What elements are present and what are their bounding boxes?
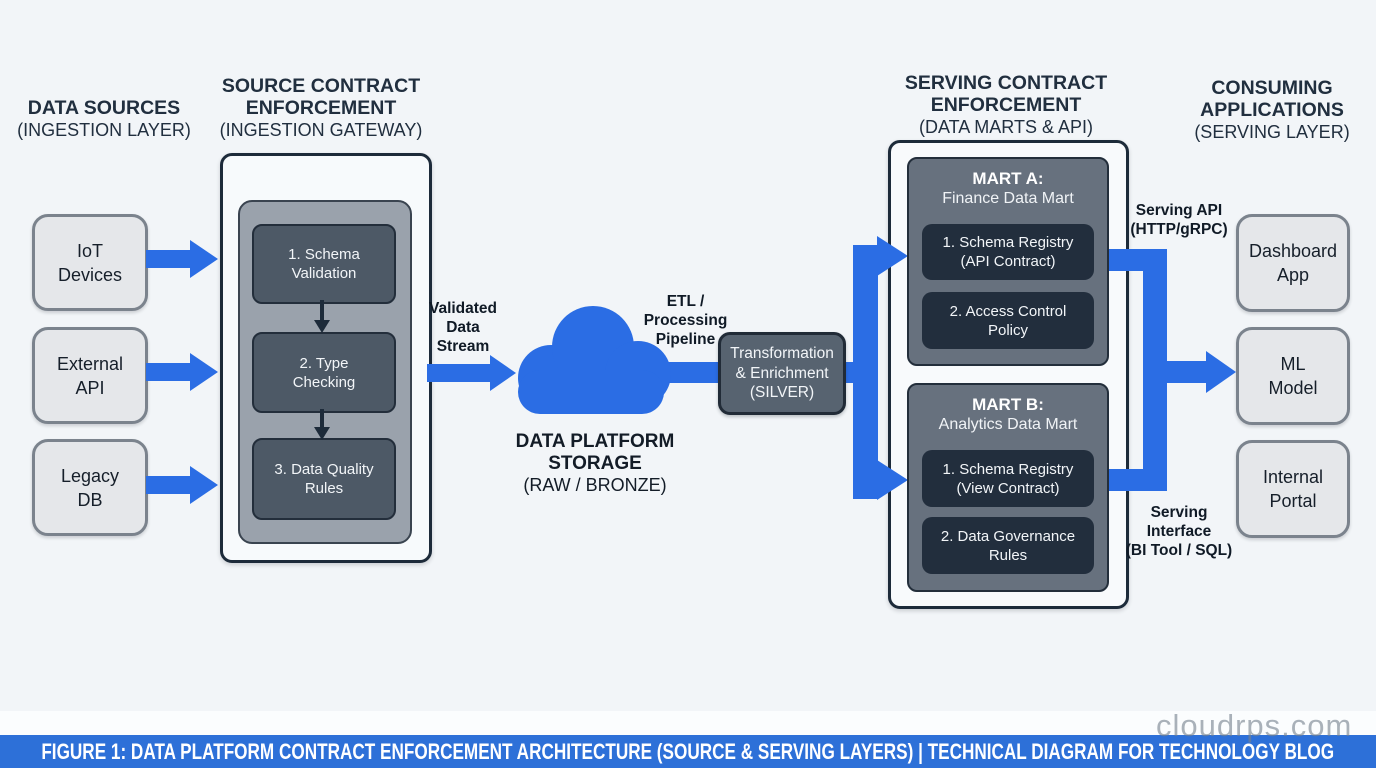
header-data-sources-title: DATA SOURCES — [27, 97, 181, 119]
arrow-api-to-gateway-icon — [146, 363, 190, 381]
header-data-sources: DATA SOURCES (INGESTION LAYER) — [9, 97, 199, 141]
arrow-iot-head-icon — [190, 240, 218, 278]
pipe-merged-shaft-icon — [1165, 361, 1207, 383]
consumer-box-internal-portal: Internal Portal — [1236, 440, 1350, 538]
arrow-iot-to-gateway-icon — [146, 250, 190, 268]
header-consuming-apps: CONSUMING APPLICATIONS (SERVING LAYER) — [1179, 77, 1365, 143]
arrow-db-head-icon — [190, 466, 218, 504]
mart-a-subtitle: Finance Data Mart — [942, 190, 1074, 207]
pipe-split-vertical-icon — [853, 245, 878, 499]
mart-b-box: MART B: Analytics Data Mart 1. Schema Re… — [907, 383, 1109, 592]
storage-label-title: DATA PLATFORM STORAGE — [515, 431, 675, 474]
storage-label-subtitle: (RAW / BRONZE) — [523, 475, 667, 495]
figure-caption: FIGURE 1: DATA PLATFORM CONTRACT ENFORCE… — [41, 738, 1335, 764]
consumer-box-dashboard-app: Dashboard App — [1236, 214, 1350, 312]
header-serving-contract-subtitle: (DATA MARTS & API) — [918, 117, 1094, 137]
arrow-to-mart-a-head-icon — [877, 236, 908, 276]
arrow-step1-step2-icon — [320, 300, 324, 321]
header-source-contract-subtitle: (INGESTION GATEWAY) — [219, 120, 423, 140]
mart-a-item-access-control: 2. Access Control Policy — [922, 292, 1094, 349]
arrow-step2-step3-icon — [320, 409, 324, 428]
source-box-iot-devices: IoT Devices — [32, 214, 148, 311]
arrow-db-to-gateway-icon — [146, 476, 190, 494]
mart-b-item-data-governance: 2. Data Governance Rules — [922, 517, 1094, 574]
header-source-contract-title: SOURCE CONTRACT ENFORCEMENT — [221, 75, 421, 119]
watermark: cloudrps.com — [1156, 708, 1353, 743]
arrow-api-head-icon — [190, 353, 218, 391]
validated-stream-label: Validated Data Stream — [428, 300, 498, 355]
step-box-type-checking: 2. Type Checking — [252, 332, 396, 413]
header-consuming-apps-subtitle: (SERVING LAYER) — [1194, 122, 1350, 142]
header-serving-contract-title: SERVING CONTRACT ENFORCEMENT — [904, 72, 1108, 116]
arrow-gateway-to-storage-head-icon — [490, 355, 516, 391]
mart-b-subtitle: Analytics Data Mart — [938, 416, 1078, 433]
arrow-gateway-to-storage-icon — [427, 364, 490, 382]
figure-caption-bar: FIGURE 1: DATA PLATFORM CONTRACT ENFORCE… — [0, 735, 1376, 768]
consumer-box-ml-model: ML Model — [1236, 327, 1350, 425]
mart-a-box: MART A: Finance Data Mart 1. Schema Regi… — [907, 157, 1109, 366]
mart-a-title: MART A: — [972, 169, 1044, 188]
pipe-merge-vertical-icon — [1143, 249, 1167, 491]
arrow-to-mart-b-head-icon — [877, 460, 908, 500]
header-data-sources-subtitle: (INGESTION LAYER) — [17, 120, 191, 140]
serving-interface-label: Serving Interface (BI Tool / SQL) — [1125, 504, 1233, 559]
mart-b-item-schema-registry: 1. Schema Registry (View Contract) — [922, 450, 1094, 507]
header-serving-contract: SERVING CONTRACT ENFORCEMENT (DATA MARTS… — [888, 72, 1124, 138]
arrow-step2-step3-head-icon — [314, 427, 330, 440]
cloud-icon — [505, 300, 677, 422]
footer-strip — [0, 711, 1376, 735]
etl-pipeline-label: ETL / Processing Pipeline — [643, 293, 728, 348]
mart-b-title: MART B: — [972, 395, 1044, 414]
serving-api-label: Serving API (HTTP/gRPC) — [1130, 202, 1228, 238]
step-box-data-quality-rules: 3. Data Quality Rules — [252, 438, 396, 520]
step-box-schema-validation: 1. Schema Validation — [252, 224, 396, 304]
source-box-external-api: External API — [32, 327, 148, 424]
storage-label: DATA PLATFORM STORAGE (RAW / BRONZE) — [500, 431, 690, 496]
mart-a-item-schema-registry: 1. Schema Registry (API Contract) — [922, 224, 1094, 280]
arrow-step1-step2-head-icon — [314, 320, 330, 333]
header-consuming-apps-title: CONSUMING APPLICATIONS — [1200, 77, 1344, 121]
source-box-legacy-db: Legacy DB — [32, 439, 148, 536]
arrow-to-consumers-head-icon — [1206, 351, 1236, 393]
transformation-box: Transformation & Enrichment (SILVER) — [718, 332, 846, 415]
header-source-contract: SOURCE CONTRACT ENFORCEMENT (INGESTION G… — [214, 75, 428, 141]
